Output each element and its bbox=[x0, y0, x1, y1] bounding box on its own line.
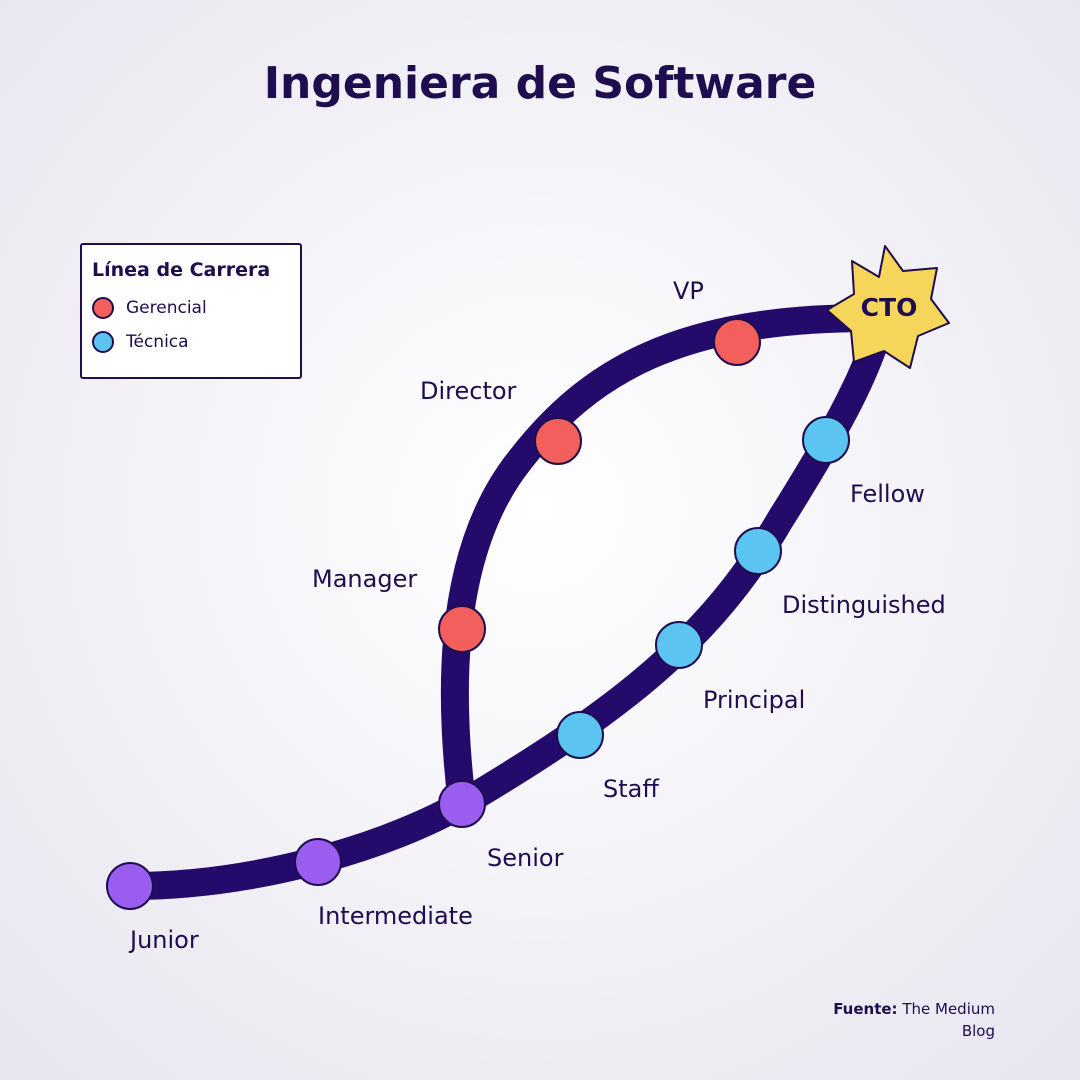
node-intermediate bbox=[294, 838, 342, 886]
node-distinguished bbox=[734, 527, 782, 575]
source-text: The Medium Blog bbox=[902, 1000, 995, 1040]
legend-dot-gerencial bbox=[92, 297, 114, 319]
path-technical bbox=[448, 311, 894, 818]
path-management bbox=[440, 304, 884, 818]
legend-item-gerencial: Gerencial bbox=[92, 291, 290, 325]
legend: Línea de Carrera Gerencial Técnica bbox=[80, 243, 302, 379]
node-principal bbox=[655, 621, 703, 669]
node-vp bbox=[713, 318, 761, 366]
node-label-principal: Principal bbox=[703, 686, 805, 714]
legend-title: Línea de Carrera bbox=[92, 259, 271, 281]
node-staff bbox=[556, 711, 604, 759]
node-label-staff: Staff bbox=[603, 775, 659, 803]
node-label-fellow: Fellow bbox=[850, 480, 925, 508]
legend-item-tecnica: Técnica bbox=[92, 325, 290, 359]
node-label-manager: Manager bbox=[312, 565, 417, 593]
source-credit: Fuente: The Medium Blog bbox=[805, 998, 995, 1042]
legend-dot-tecnica bbox=[92, 331, 114, 353]
node-manager bbox=[438, 605, 486, 653]
node-fellow bbox=[802, 416, 850, 464]
node-junior bbox=[106, 862, 154, 910]
legend-label-gerencial: Gerencial bbox=[126, 298, 207, 318]
node-label-junior: Junior bbox=[128, 926, 199, 954]
node-label-distinguished: Distinguished bbox=[782, 591, 946, 619]
source-prefix: Fuente: bbox=[833, 1000, 898, 1018]
node-label-director: Director bbox=[420, 377, 517, 405]
node-label-cto: CTO bbox=[861, 293, 918, 322]
node-senior bbox=[438, 780, 486, 828]
cto-star-icon bbox=[826, 245, 950, 369]
node-label-senior: Senior bbox=[487, 844, 564, 872]
path-entry bbox=[116, 790, 476, 900]
node-label-vp: VP bbox=[673, 277, 704, 305]
node-director bbox=[534, 417, 582, 465]
node-label-intermediate: Intermediate bbox=[318, 902, 473, 930]
page-title: Ingeniera de Software bbox=[263, 58, 817, 109]
legend-label-tecnica: Técnica bbox=[126, 332, 189, 352]
